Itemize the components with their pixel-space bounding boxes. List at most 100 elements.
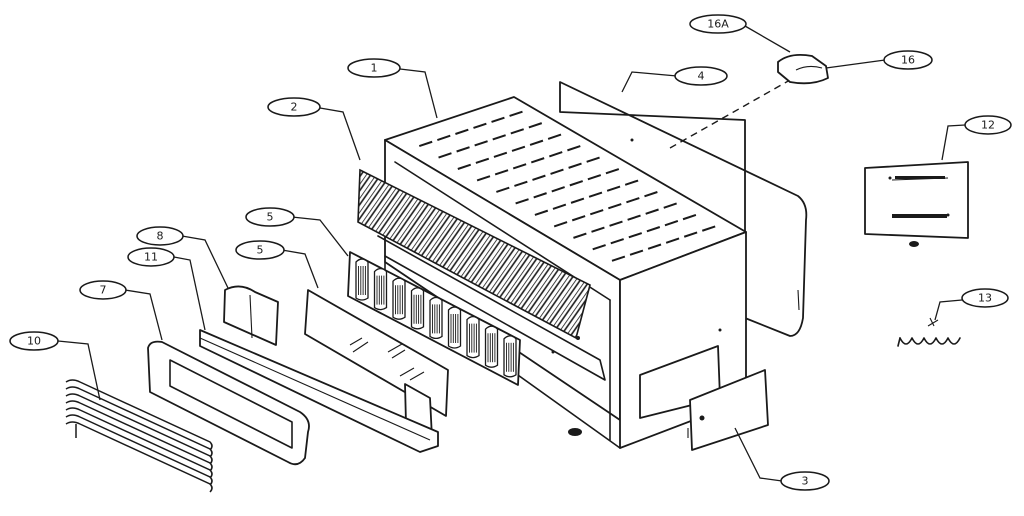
svg-text:16: 16 <box>901 54 915 67</box>
slat <box>65 414 213 486</box>
callout-5-lower: 5 <box>235 240 285 260</box>
vent-slot <box>457 163 472 170</box>
vent-slot <box>701 225 716 232</box>
part-12-plate <box>864 161 969 247</box>
vent-slot <box>609 220 623 227</box>
part-7-frame <box>147 340 310 466</box>
svg-text:16A: 16A <box>707 18 729 31</box>
callout-10: 10 <box>9 331 59 351</box>
vent-slot <box>588 191 603 198</box>
callout-11: 11 <box>127 247 175 267</box>
leader-lines <box>57 25 966 482</box>
vent-slot <box>493 151 508 158</box>
vent-slot <box>665 237 680 244</box>
vent-slot <box>627 214 641 221</box>
vent-slot <box>510 128 525 135</box>
vent-slot <box>586 156 600 163</box>
slat <box>65 379 213 451</box>
vent-slot <box>549 151 563 158</box>
callout-16a: 16A <box>689 14 747 34</box>
vent-slot <box>509 110 523 117</box>
callout-7: 7 <box>79 280 127 300</box>
vent-slot <box>664 220 679 227</box>
vent-slot <box>552 203 567 210</box>
vent-slot <box>533 192 547 199</box>
vent-slot <box>645 208 659 215</box>
vent-slot <box>568 162 582 169</box>
vent-slot <box>438 152 452 159</box>
vent-slot <box>547 133 562 140</box>
vent-slot <box>532 174 546 181</box>
callout-16: 16 <box>883 50 933 70</box>
svg-text:4: 4 <box>698 70 705 83</box>
vent-slot <box>514 180 528 187</box>
part-2-insulation <box>357 168 591 340</box>
callout-4: 4 <box>674 66 728 86</box>
svg-text:7: 7 <box>100 284 107 297</box>
slat <box>65 407 213 479</box>
vent-slot <box>624 179 639 186</box>
vent-slot <box>573 232 587 239</box>
vent-slot <box>551 186 565 193</box>
vent-slot <box>491 116 505 123</box>
vent-slot <box>682 214 697 221</box>
louver <box>373 267 388 311</box>
vent-slot <box>683 231 698 238</box>
dashed-guide-line <box>669 79 791 149</box>
vent-slot <box>550 168 564 175</box>
vent-slot <box>628 232 643 239</box>
vent-slot <box>663 202 677 209</box>
vent-slot <box>456 146 470 153</box>
vent-slot <box>534 209 549 216</box>
vent-slot <box>569 180 584 187</box>
louver <box>484 325 499 368</box>
callout-3: 3 <box>780 471 830 491</box>
svg-text:3: 3 <box>802 475 809 488</box>
vent-slot <box>496 186 510 193</box>
vent-slot <box>570 197 585 204</box>
callout-12: 12 <box>964 115 1012 135</box>
part-8-bracket <box>223 285 279 346</box>
vent-slot <box>571 215 586 222</box>
vent-slot <box>553 221 568 228</box>
vent-slot <box>587 174 602 181</box>
callout-5-upper: 5 <box>245 207 295 227</box>
louver <box>447 306 462 349</box>
louver <box>355 258 369 301</box>
vent-slot <box>591 226 605 233</box>
svg-text:11: 11 <box>144 251 158 264</box>
louver <box>466 315 480 359</box>
vent-slot <box>475 157 490 164</box>
vent-slot <box>647 243 662 250</box>
part-13-spring <box>897 317 961 347</box>
vent-slot <box>494 169 509 176</box>
svg-text:1: 1 <box>371 62 378 75</box>
callout-1: 1 <box>347 58 401 78</box>
vent-slot <box>515 198 529 205</box>
part-16-knob <box>777 53 829 85</box>
svg-text:12: 12 <box>981 119 995 132</box>
vent-slot <box>611 255 626 262</box>
louver <box>410 287 425 330</box>
vent-slot <box>626 197 640 204</box>
vent-slot <box>511 145 526 152</box>
vent-slot <box>608 203 622 210</box>
vent-slot <box>592 244 606 251</box>
slat <box>65 400 213 472</box>
louver <box>392 277 406 320</box>
part-10-slat-grille <box>65 379 213 493</box>
svg-text:10: 10 <box>27 335 41 348</box>
vent-slot <box>530 157 545 164</box>
slat <box>65 421 213 493</box>
vent-slot <box>529 139 544 146</box>
part-11-rail <box>199 329 439 453</box>
callout-13: 13 <box>961 288 1009 308</box>
vent-slot <box>610 238 624 245</box>
svg-text:5: 5 <box>257 244 264 257</box>
vent-slot <box>492 134 506 141</box>
vent-slot <box>418 140 433 147</box>
vent-slot <box>512 163 527 170</box>
vent-slot <box>476 175 491 182</box>
part-5-louver-grille <box>347 251 521 386</box>
vent-slot <box>474 140 488 147</box>
